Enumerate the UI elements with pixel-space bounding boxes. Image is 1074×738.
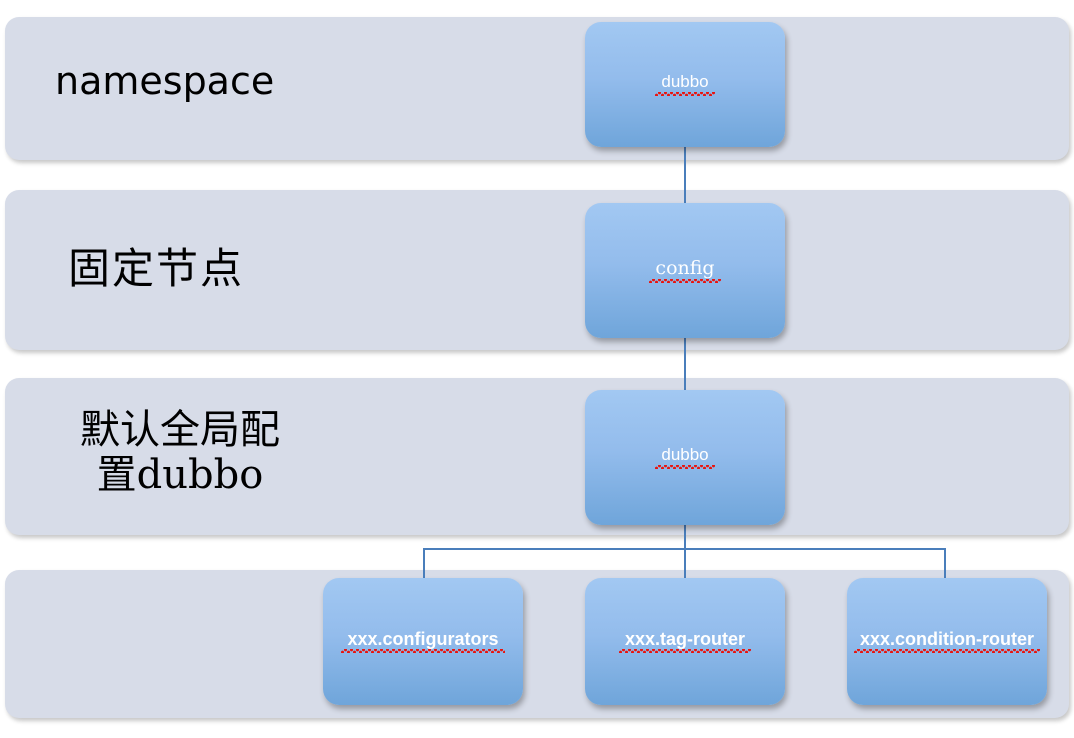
node-dubbo-global[interactable]: dubbo — [585, 390, 785, 525]
node-label-configurators: xxx.configurators — [341, 629, 504, 653]
node-condition-router[interactable]: xxx.condition-router — [847, 578, 1047, 705]
node-label-dubbo-namespace: dubbo — [655, 72, 714, 95]
connector-config-to-dubbo — [684, 338, 686, 390]
band-label-namespace: namespace — [55, 59, 275, 103]
node-label-config: config — [649, 258, 720, 283]
node-tag-router[interactable]: xxx.tag-router — [585, 578, 785, 705]
node-label-dubbo-global: dubbo — [655, 445, 714, 468]
node-dubbo-namespace[interactable]: dubbo — [585, 22, 785, 147]
connector-dubbo-to-config — [684, 147, 686, 203]
node-label-condition-router: xxx.condition-router — [854, 629, 1040, 653]
connector-bus-horizontal — [423, 548, 946, 550]
node-config[interactable]: config — [585, 203, 785, 338]
band-label-fixed-node: 固定节点 — [68, 244, 245, 293]
band-default-global — [5, 378, 1069, 535]
band-label-default-global: 默认全局配 置dubbo — [80, 407, 280, 498]
connector-bus-to-condition-router — [944, 548, 946, 578]
band-fixed-node — [5, 190, 1069, 350]
node-configurators[interactable]: xxx.configurators — [323, 578, 523, 705]
node-label-tag-router: xxx.tag-router — [619, 629, 751, 653]
connector-dubbo-to-bus — [684, 525, 686, 578]
band-namespace — [5, 17, 1069, 160]
connector-bus-to-configurators — [423, 548, 425, 578]
